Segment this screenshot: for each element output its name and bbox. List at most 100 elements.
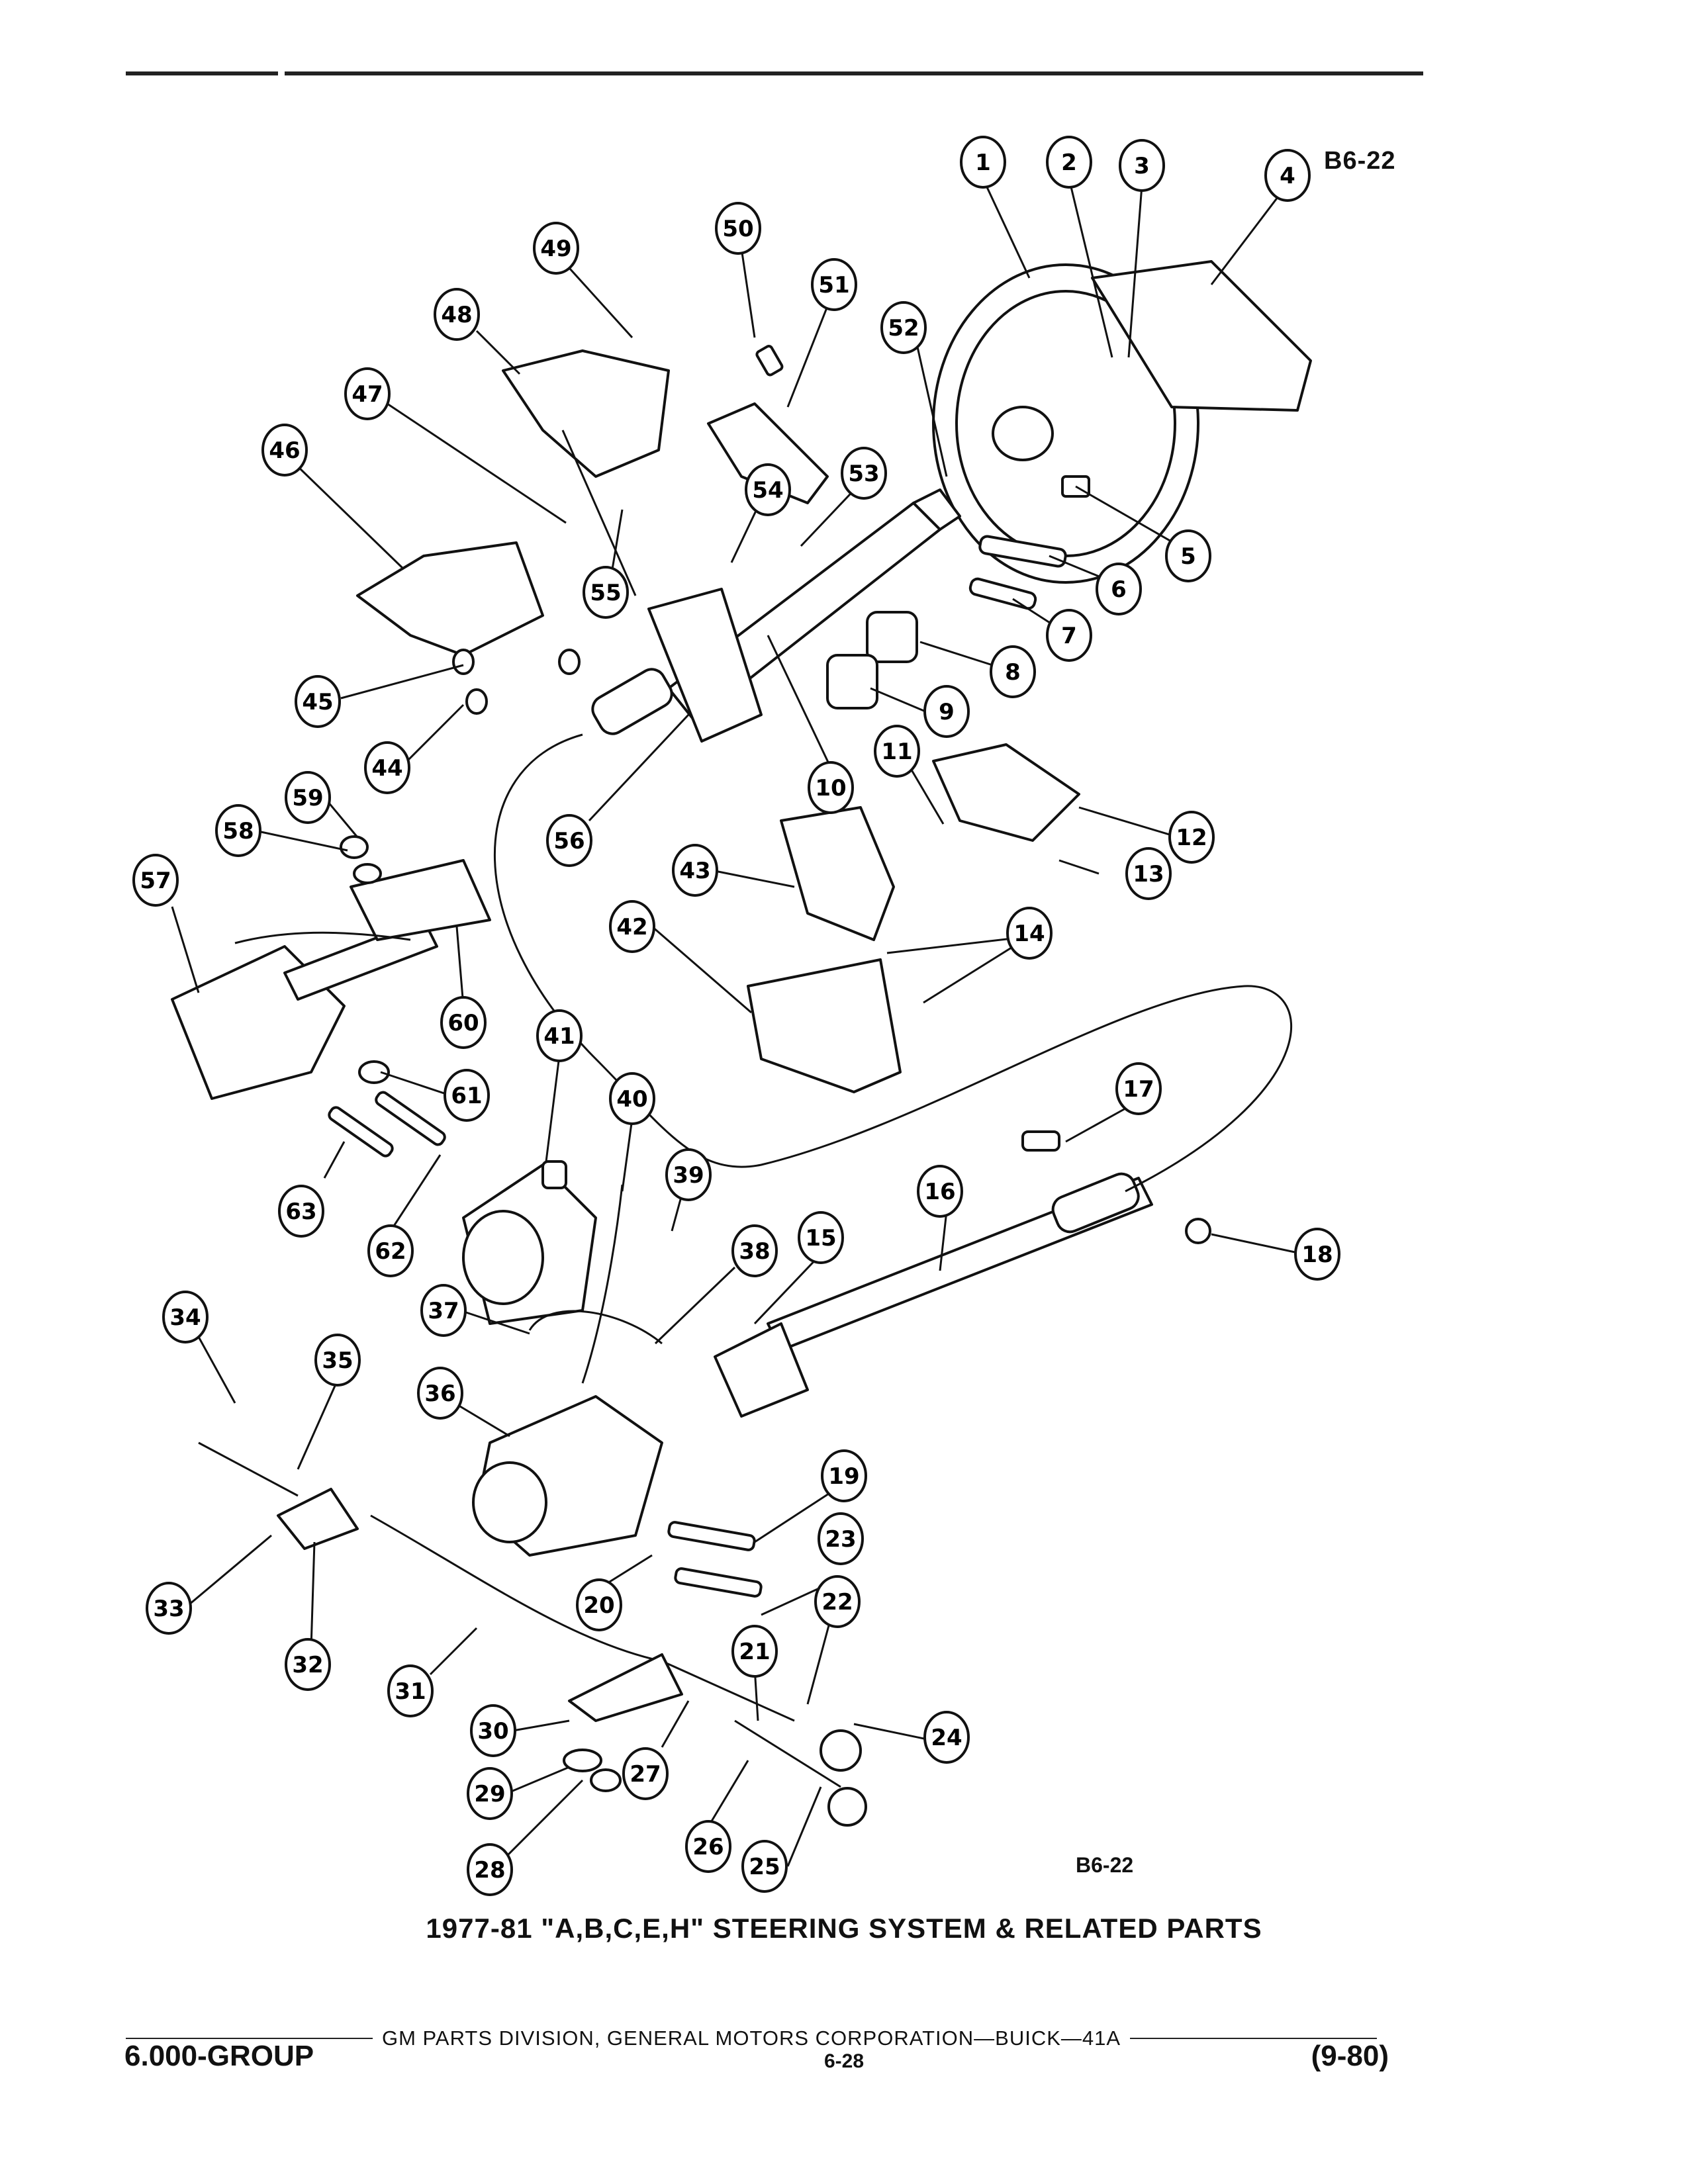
column-flange: [647, 588, 763, 743]
callout-circle: [609, 900, 655, 953]
callout-circle: [1168, 811, 1215, 864]
callout-61: 61: [444, 1069, 490, 1122]
callout-27: 27: [622, 1747, 669, 1800]
callout-number: 25: [749, 1854, 780, 1880]
callout-circle: [583, 566, 629, 619]
callout-51: 51: [811, 258, 857, 311]
callout-number: 1: [975, 150, 991, 176]
callout-number: 2: [1061, 150, 1077, 176]
footer-rule-right: [1130, 2038, 1378, 2039]
callout-14: 14: [1006, 907, 1053, 960]
callout-number: 29: [474, 1781, 505, 1807]
callout-number: 44: [371, 755, 402, 782]
callout-circle: [1294, 1228, 1340, 1281]
callout-circle: [285, 771, 331, 824]
callout-circle: [672, 844, 718, 897]
callout-number: 52: [888, 315, 919, 341]
callout-circle: [314, 1334, 361, 1387]
callout-circle: [467, 1767, 513, 1820]
callout-number: 17: [1123, 1076, 1154, 1103]
callout-number: 9: [939, 699, 955, 725]
callout-26: 26: [685, 1820, 731, 1873]
callout-45: 45: [295, 675, 341, 728]
callout-number: 30: [477, 1718, 508, 1745]
callout-circle: [1006, 907, 1053, 960]
callout-number: 8: [1005, 659, 1021, 686]
callout-59: 59: [285, 771, 331, 824]
callout-11: 11: [874, 725, 920, 778]
callout-number: 10: [815, 775, 846, 801]
callout-circle: [470, 1704, 516, 1757]
callout-circle: [533, 222, 579, 275]
callout-48: 48: [434, 288, 480, 341]
callout-number: 59: [292, 785, 323, 811]
callout-58: 58: [215, 804, 261, 857]
callout-circle: [132, 854, 179, 907]
callout-number: 16: [924, 1179, 955, 1205]
callout-circle: [665, 1148, 712, 1201]
callout-circle: [440, 996, 487, 1049]
callout-60: 60: [440, 996, 487, 1049]
footer-division-line: GM PARTS DIVISION, GENERAL MOTORS CORPOR…: [126, 2026, 1378, 2050]
callout-13: 13: [1125, 847, 1172, 900]
callout-47: 47: [344, 367, 391, 420]
callout-circle: [874, 725, 920, 778]
callout-number: 41: [543, 1023, 575, 1050]
callout-number: 48: [441, 302, 472, 328]
callout-34: 34: [162, 1291, 209, 1343]
callout-number: 14: [1013, 921, 1045, 947]
callout-circle: [162, 1291, 209, 1343]
callout-number: 21: [739, 1639, 770, 1665]
callout-54: 54: [745, 463, 791, 516]
callout-28: 28: [467, 1843, 513, 1896]
callout-63: 63: [278, 1185, 324, 1238]
callout-circle: [745, 463, 791, 516]
callout-circle: [990, 645, 1036, 698]
callout-62: 62: [367, 1224, 414, 1277]
callout-number: 38: [739, 1238, 770, 1265]
callout-number: 19: [828, 1463, 859, 1490]
horn-cover: [1091, 260, 1312, 412]
callout-circle: [367, 1224, 414, 1277]
callout-circle: [731, 1625, 778, 1678]
callout-57: 57: [132, 854, 179, 907]
callout-20: 20: [576, 1578, 622, 1631]
callout-number: 13: [1133, 861, 1164, 887]
callout-circle: [808, 761, 854, 814]
callout-circle: [434, 288, 480, 341]
callout-number: 55: [590, 580, 621, 606]
parts-illustration: [171, 260, 1312, 1827]
callout-number: 45: [302, 689, 333, 715]
callout-number: 5: [1180, 543, 1196, 570]
callout-circle: [814, 1575, 861, 1628]
callout-6: 6: [1096, 563, 1142, 615]
callout-46: 46: [261, 424, 308, 477]
callout-1: 1: [960, 136, 1006, 189]
callout-circle: [467, 1843, 513, 1896]
callout-23: 23: [818, 1512, 864, 1565]
callout-circle: [731, 1224, 778, 1277]
column-lower-shaft: [591, 668, 673, 735]
callout-circle: [546, 814, 592, 867]
callout-50: 50: [715, 202, 761, 255]
callout-circle: [1115, 1062, 1162, 1115]
callout-number: 33: [153, 1596, 184, 1622]
callout-circle: [811, 258, 857, 311]
figure-caption: 1977-81 "A,B,C,E,H" STEERING SYSTEM & RE…: [426, 1913, 1262, 1944]
callout-circle: [295, 675, 341, 728]
callout-circle: [417, 1367, 463, 1420]
callout-circle: [880, 301, 927, 354]
callout-circle: [798, 1211, 844, 1264]
callout-number: 36: [424, 1381, 455, 1407]
callout-number: 63: [285, 1199, 316, 1225]
callout-circle: [215, 804, 261, 857]
callout-number: 11: [881, 739, 912, 765]
callout-circle: [1119, 139, 1165, 192]
callout-number: 34: [169, 1304, 201, 1331]
callout-8: 8: [990, 645, 1036, 698]
callout-circle: [261, 424, 308, 477]
callout-number: 20: [583, 1592, 614, 1619]
callout-circle: [420, 1284, 467, 1337]
